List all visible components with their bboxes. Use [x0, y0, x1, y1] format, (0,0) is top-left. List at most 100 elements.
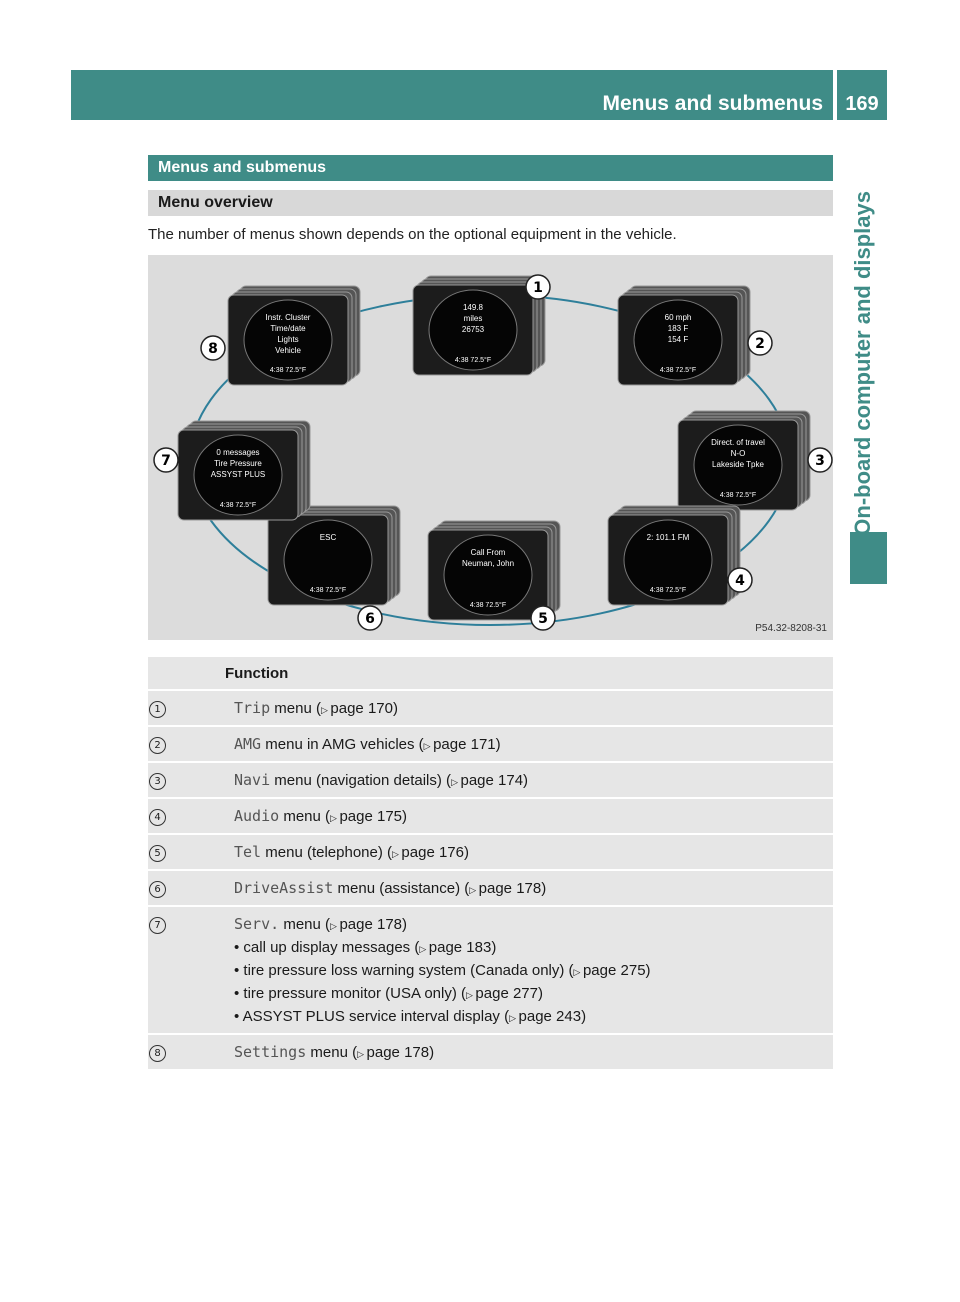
screen-status-line: 4:38 72.5°F: [220, 501, 256, 509]
menu-name: AMG: [234, 735, 262, 753]
screen-line: ESC: [320, 533, 337, 542]
menu-name: Navi: [234, 771, 271, 789]
callout-circle: [747, 330, 773, 356]
side-tab-label: On-board computer and displays: [850, 190, 875, 536]
bullet-item: • tire pressure loss warning system (Can…: [234, 962, 651, 979]
page-ref-icon: ▷: [573, 967, 583, 977]
row-number-circle: 1: [149, 701, 166, 718]
row-number-circle: 3: [149, 773, 166, 790]
screen-line: 0 messages: [216, 448, 259, 457]
callout-circle: [525, 274, 551, 300]
callout-circle: [153, 447, 179, 473]
page-ref-icon: ▷: [466, 990, 476, 1000]
page-ref-icon: ▷: [469, 885, 479, 895]
page-reference[interactable]: page 183): [428, 939, 497, 956]
table-row: 1 Trip menu (▷ page 170): [148, 691, 833, 725]
row-description: Trip menu (▷ page 170): [224, 691, 833, 725]
page-ref-icon: ▷: [451, 777, 461, 787]
function-table: Function 1 Trip menu (▷ page 170) 2 AMG men…: [148, 655, 833, 1071]
table-row: 6 DriveAssist menu (assistance) (▷ page 1…: [148, 871, 833, 905]
table-row: 7 Serv. menu (▷ page 178)• call up displa…: [148, 907, 833, 1033]
callout-number: 5: [538, 611, 548, 627]
screen-line: Vehicle: [275, 346, 301, 355]
display-screen-1: 149.8 miles 26753 4:38 72.5°F 1: [412, 274, 551, 376]
screen-line: 60 mph: [665, 313, 692, 322]
screen-status-line: 4:38 72.5°F: [470, 601, 506, 609]
page-reference[interactable]: page 277): [475, 985, 543, 1002]
callout-number: 1: [533, 280, 543, 296]
screen-line: ASSYST PLUS: [211, 470, 266, 479]
menu-name: DriveAssist: [234, 879, 334, 897]
row-description: Tel menu (telephone) (▷ page 176): [224, 835, 833, 869]
row-description: Navi menu (navigation details) (▷ page 1…: [224, 763, 833, 797]
page-reference[interactable]: page 178): [339, 916, 407, 933]
callout-number: 6: [365, 611, 375, 627]
side-tab: On-board computer and displays: [834, 128, 892, 598]
page-reference[interactable]: page 178): [478, 880, 547, 897]
screen-line: Lakeside Tpke: [712, 460, 764, 469]
page-reference[interactable]: page 178): [366, 1044, 435, 1061]
figure-id: P54.32-8208-31: [755, 623, 827, 634]
row-description: AMG menu in AMG vehicles (▷ page 171): [224, 727, 833, 761]
page-reference[interactable]: page 170): [330, 700, 398, 717]
page-reference[interactable]: page 171): [433, 736, 501, 753]
screen-status-line: 4:38 72.5°F: [310, 586, 346, 594]
callout-circle: [807, 447, 833, 473]
screen-line: 183 F: [668, 324, 689, 333]
table-row: 3 Navi menu (navigation details) (▷ page …: [148, 763, 833, 797]
row-number-circle: 7: [149, 917, 166, 934]
page-reference[interactable]: page 175): [339, 808, 407, 825]
row-number-circle: 6: [149, 881, 166, 898]
page-reference[interactable]: page 174): [460, 772, 529, 789]
row-description: Serv. menu (▷ page 178)• call up display…: [224, 907, 833, 1033]
screen-line: Instr. Cluster: [266, 313, 311, 322]
page-reference[interactable]: page 243): [518, 1008, 587, 1025]
callout-number: 7: [161, 453, 171, 469]
callout-circle: [727, 567, 753, 593]
screen-status-line: 4:38 72.5°F: [455, 356, 491, 364]
page-ref-icon: ▷: [509, 1013, 519, 1023]
menu-name: Tel: [234, 843, 262, 861]
header-bar: Menus and submenus: [71, 70, 833, 120]
page-ref-icon: ▷: [419, 944, 429, 954]
display-screen-4: 2: 101.1 FM4:38 72.5°F4: [607, 505, 753, 606]
bullet-item: • ASSYST PLUS service interval display (…: [234, 1008, 587, 1025]
table-header-function: Function: [224, 657, 833, 689]
page-reference[interactable]: page 176): [401, 844, 469, 861]
screen-line: Tire Pressure: [214, 459, 262, 468]
intro-text: The number of menus shown depends on the…: [148, 226, 677, 243]
section-heading: Menus and submenus: [148, 155, 833, 181]
row-description: DriveAssist menu (assistance) (▷ page 17…: [224, 871, 833, 905]
side-tab-marker: [850, 532, 887, 584]
row-number: 5: [148, 835, 224, 869]
bullet-item: • tire pressure monitor (USA only) (▷ pa…: [234, 985, 543, 1002]
row-number: 2: [148, 727, 224, 761]
menu-name: Serv.: [234, 915, 280, 933]
menu-overview-figure: 149.8 miles 26753 4:38 72.5°F 1 60 mph 183 F 1 5…: [148, 255, 833, 640]
display-screen-8: Instr. ClusterTime/dateLightsVehicle4:38…: [200, 285, 361, 386]
callout-number: 3: [815, 453, 825, 469]
row-description: Settings menu (▷ page 178): [224, 1035, 833, 1069]
row-number: 6: [148, 871, 224, 905]
menu-name: Audio: [234, 807, 280, 825]
screen-line: miles: [464, 314, 483, 323]
callout-number: 4: [735, 573, 745, 589]
screen-line: N-O: [731, 449, 746, 458]
row-number-circle: 2: [149, 737, 166, 754]
page-reference[interactable]: page 275): [582, 962, 651, 979]
screen-status-line: 4:38 72.5°F: [650, 586, 686, 594]
screen-line: 149.8: [463, 303, 484, 312]
screen-line: 26753: [462, 325, 485, 334]
row-number: 1: [148, 691, 224, 725]
table-row: 2 AMG menu in AMG vehicles (▷ page 171): [148, 727, 833, 761]
menu-name: Trip: [234, 699, 271, 717]
page-ref-icon: ▷: [423, 741, 434, 751]
header-title: Menus and submenus: [602, 92, 823, 115]
page-ref-icon: ▷: [330, 813, 340, 823]
screen-status-line: 4:38 72.5°F: [720, 491, 756, 499]
